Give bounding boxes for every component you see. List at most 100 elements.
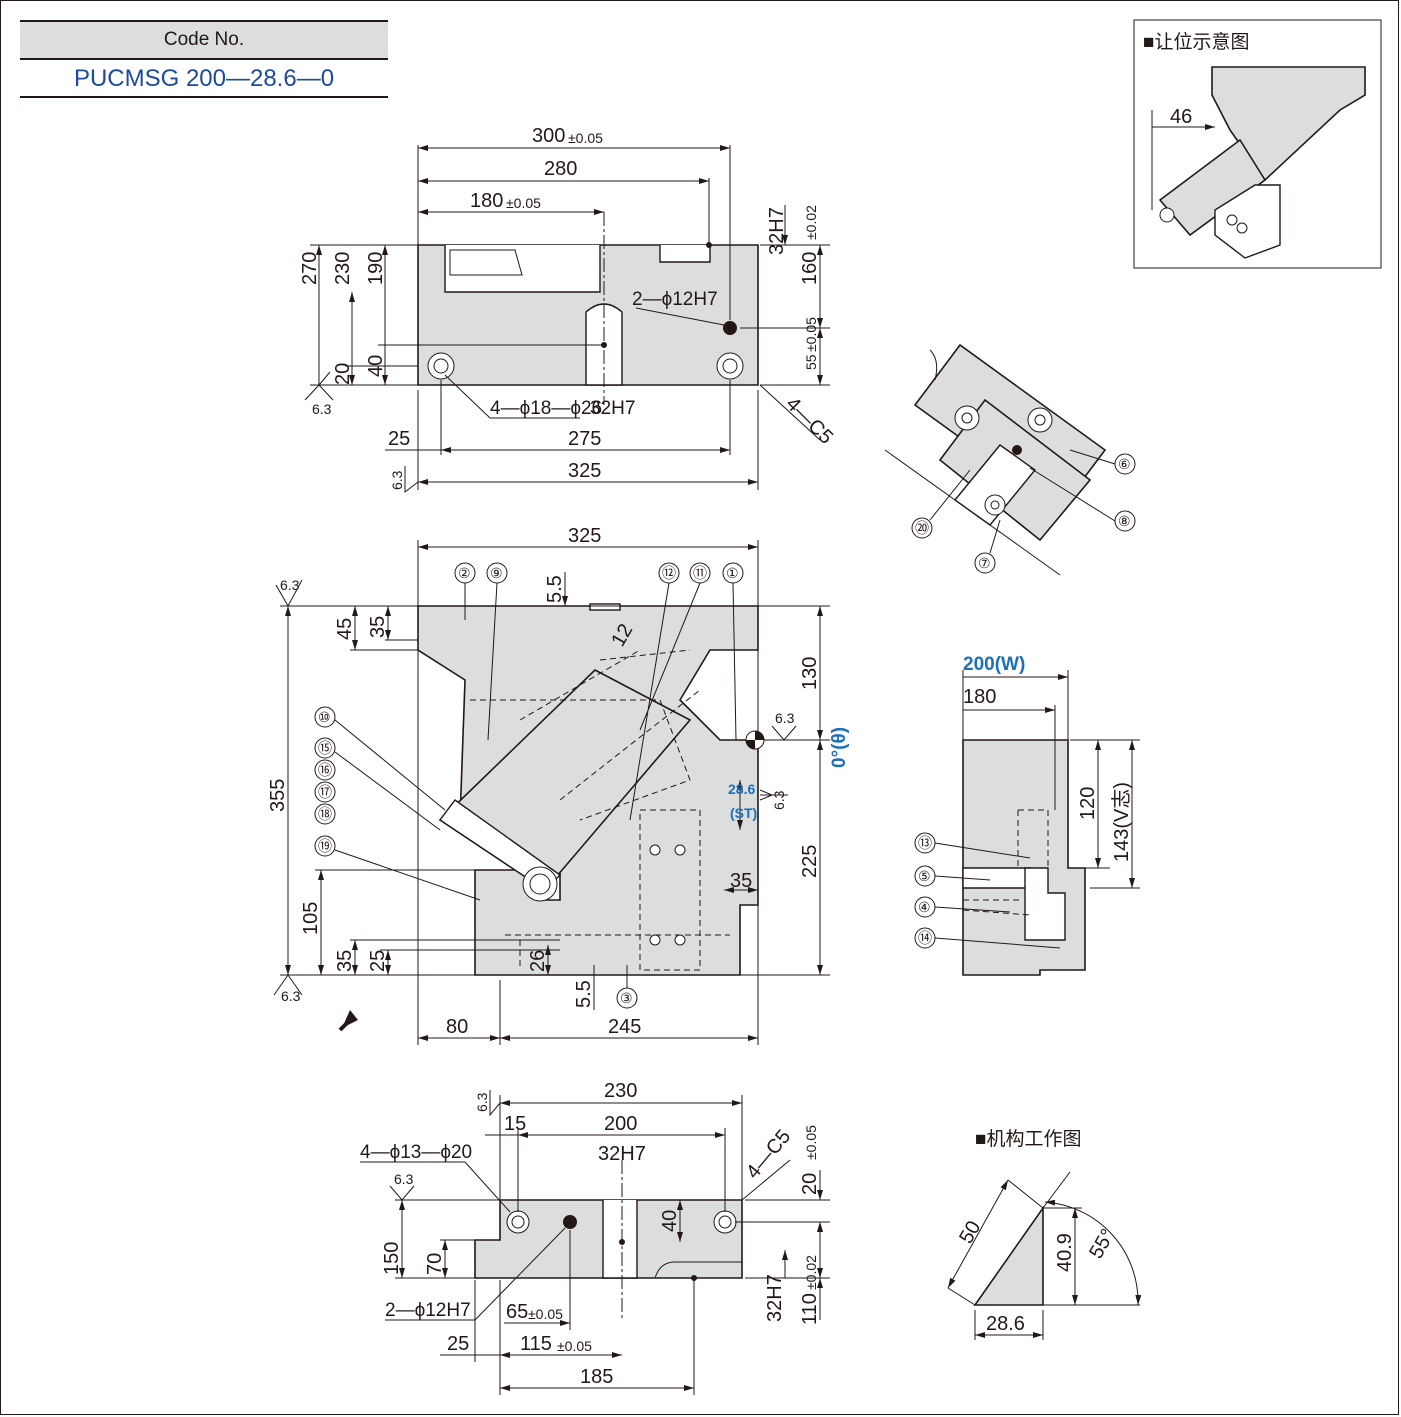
dim-325: 325: [568, 460, 601, 482]
balloon-6: ⑥: [1118, 456, 1131, 472]
dim-40-bottom: 40: [659, 1210, 681, 1232]
dim-40: 40: [365, 355, 387, 377]
dim-110: 110: [799, 1293, 821, 1325]
dim-80: 80: [446, 1016, 468, 1038]
code-header: Code No.: [20, 20, 388, 60]
balloon-2: ②: [458, 565, 471, 581]
stroke-label: (ST): [730, 805, 757, 821]
balloon-14: ⑭: [918, 930, 932, 946]
dim-150: 150: [381, 1242, 403, 1275]
dim-130: 130: [799, 657, 821, 690]
dim-70: 70: [424, 1253, 446, 1275]
code-number-box: Code No. PUCMSG 200​—​28.6—​0: [20, 20, 388, 98]
balloon-18: ⑱: [318, 806, 332, 822]
mechanism-55: 55°: [1085, 1225, 1119, 1262]
isometric-detail: ⑥ ⑧ ⑳ ⑦: [884, 343, 1136, 576]
roughness-right: 6.3: [775, 710, 795, 726]
balloon-19: ⑲: [318, 838, 332, 854]
dim-35-right: 35: [730, 870, 752, 892]
dim-105: 105: [300, 902, 322, 935]
code-value: PUCMSG 200​—​28.6—​0: [20, 60, 388, 98]
roughness-bottom-1: 6.3: [394, 1171, 414, 1187]
dim-25: 25: [388, 428, 410, 450]
tol-65: ±0.05: [528, 1306, 563, 1322]
dim-45: 45: [334, 618, 356, 640]
dim-65: 65: [506, 1301, 528, 1323]
hole-label-12-bottom: 2—ϕ12H7: [385, 1300, 471, 1321]
dim-245: 245: [608, 1016, 641, 1038]
chamfer-label: 4—C5: [781, 393, 837, 449]
dim-25-bottom: 25: [367, 950, 389, 972]
dim-20-bottom: 20: [799, 1173, 821, 1195]
roughness-2: 6.3: [389, 470, 405, 490]
front-view: 325 5.5 45 35 12 130 225 6.3 0°(θ) 28.6 …: [267, 525, 850, 1045]
balloon-12: ⑫: [662, 565, 676, 581]
mechanism-diagram: ■机构工作图 28.6 50 40.9 55°: [947, 1128, 1142, 1340]
dim-15: 15: [504, 1113, 526, 1135]
bottom-view: 230 15 200 32H7 4—ϕ13—ϕ20 4—C5 20 ±0.05 …: [360, 1080, 830, 1395]
dim-270: 270: [299, 252, 321, 285]
dim-32h7-bottom-right: 32H7: [764, 1274, 786, 1322]
dim-355: 355: [267, 779, 289, 812]
tol-115: ±0.05: [557, 1338, 592, 1354]
tol-110: ±0.02: [803, 1255, 819, 1290]
balloon-16: ⑯: [318, 762, 332, 778]
balloon-17: ⑰: [318, 784, 332, 800]
dim-200: 200: [604, 1113, 637, 1135]
balloon-4: ④: [918, 899, 931, 915]
tol-20: ±0.05: [803, 1125, 819, 1160]
dim-115: 115: [520, 1333, 552, 1355]
dim-35-bottom: 35: [334, 950, 356, 972]
balloon-7: ⑦: [978, 555, 991, 571]
dim-300: 300: [532, 125, 565, 147]
dim-275: 275: [568, 428, 601, 450]
dim-180: 180: [470, 190, 503, 212]
clearance-title: ■让位示意图: [1143, 31, 1249, 53]
dim-225: 225: [799, 845, 821, 878]
balloon-15: ⑮: [318, 740, 332, 756]
chamfer-label-bottom: 4—C5: [742, 1126, 795, 1184]
dim-160: 160: [799, 252, 821, 285]
mechanism-28-6: 28.6: [986, 1313, 1025, 1335]
dim-5-5-bottom: 5.5: [573, 980, 595, 1008]
balloon-13: ⑬: [918, 835, 932, 851]
dim-32h7-bottom-view: 32H7: [598, 1143, 646, 1165]
dim-185: 185: [580, 1366, 613, 1388]
dim-200w: 200(W): [963, 654, 1025, 675]
mechanism-40-9: 40.9: [1054, 1233, 1076, 1272]
balloon-3: ③: [620, 990, 633, 1006]
top-view: 300 ±0.05 280 180 ±0.05 270 230 190 40 2…: [299, 125, 837, 494]
hole-label-13: 4—ϕ13—ϕ20: [360, 1142, 472, 1163]
roughness-st: 6.3: [771, 790, 787, 810]
dim-180-side: 180: [963, 686, 996, 708]
roughness-1: 6.3: [312, 401, 332, 417]
tol-300: ±0.05: [568, 130, 603, 146]
dim-325-front: 325: [568, 525, 601, 547]
tol-160: ±0.02: [803, 205, 819, 240]
dim-230: 230: [604, 1080, 637, 1102]
mechanism-title: ■机构工作图: [975, 1128, 1081, 1150]
balloon-11: ⑪: [693, 565, 707, 581]
dim-26: 26: [527, 950, 549, 972]
balloon-20: ⑳: [915, 520, 929, 536]
balloon-8: ⑧: [1118, 513, 1131, 529]
balloon-10: ⑩: [318, 709, 331, 725]
dim-190: 190: [365, 252, 387, 285]
clearance-diagram: ■让位示意图 46: [1133, 19, 1382, 269]
dim-5-5-top: 5.5: [544, 575, 566, 603]
dim-32h7-bottom: 32H7: [590, 398, 635, 419]
dim-120: 120: [1077, 787, 1099, 820]
balloon-9: ⑨: [490, 565, 503, 581]
side-view: 200(W) 180 120 143(V志) ⑬ ⑤ ④ ⑭: [914, 654, 1140, 976]
hole-label-18: 4—ϕ18—ϕ26: [490, 398, 602, 419]
balloon-5: ⑤: [918, 868, 931, 884]
dim-280: 280: [544, 158, 577, 180]
tol-55: ±0.05: [803, 317, 819, 352]
dim-230: 230: [332, 252, 354, 285]
roughness-top-left: 6.3: [280, 577, 300, 593]
dim-25-bottom-view: 25: [447, 1333, 469, 1355]
roughness-bottom-2: 6.3: [474, 1092, 490, 1112]
tol-180: ±0.05: [506, 195, 541, 211]
